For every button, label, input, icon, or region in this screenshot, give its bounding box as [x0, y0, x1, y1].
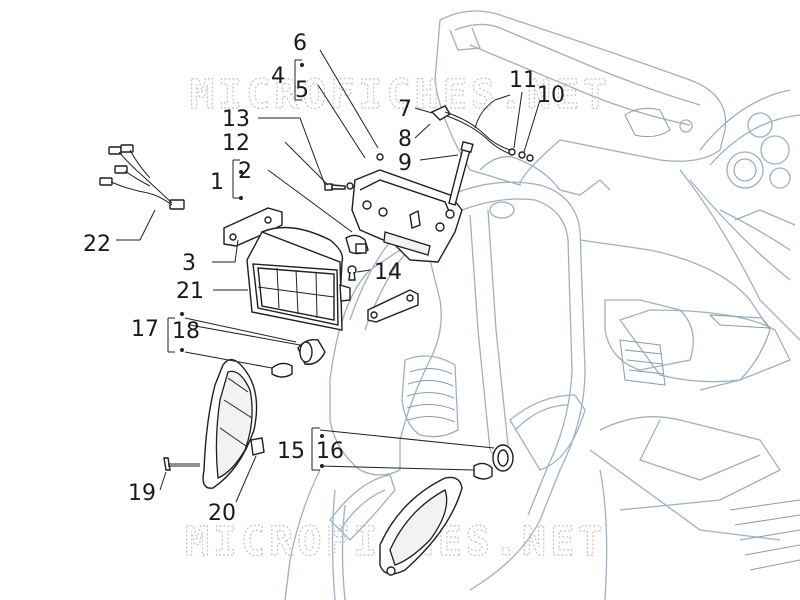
callout-2: 2 — [238, 159, 252, 184]
callout-9: 9 — [398, 151, 412, 176]
fastener-12-13-part — [324, 153, 384, 191]
bolt-9-part — [448, 140, 474, 206]
callout-labels: 6 4 5 13 12 1 2 3 21 22 17 18 7 8 9 11 1… — [83, 31, 565, 526]
callout-16: 16 — [316, 439, 344, 464]
callout-10: 10 — [537, 83, 565, 108]
cable-connector-part — [430, 94, 534, 162]
callout-15: 15 — [277, 439, 305, 464]
lower-bracket-part — [367, 289, 419, 323]
floor-ribs — [619, 339, 800, 571]
callout-8: 8 — [398, 127, 412, 152]
callout-13: 13 — [222, 107, 250, 132]
callout-6: 6 — [293, 31, 307, 56]
screw-14-part — [347, 265, 357, 281]
callout-20: 20 — [208, 501, 236, 526]
leader-lines — [116, 49, 541, 503]
callout-22: 22 — [83, 232, 111, 257]
callout-18: 18 — [172, 319, 200, 344]
leader-dots — [180, 63, 324, 468]
callout-4: 4 — [271, 64, 285, 89]
callout-3: 3 — [182, 251, 196, 276]
callout-11: 11 — [509, 68, 537, 93]
callout-1: 1 — [210, 170, 224, 195]
front-blinker-left-part — [202, 358, 258, 489]
wiring-harness-part — [99, 144, 185, 210]
headlight-mount-bracket-part — [351, 169, 463, 263]
callout-5: 5 — [295, 78, 309, 103]
callout-14: 14 — [374, 260, 402, 285]
screw-19-part — [163, 457, 200, 471]
clip-20-part — [250, 437, 265, 456]
scooter-body — [284, 10, 800, 600]
callout-21: 21 — [176, 279, 204, 304]
callout-12: 12 — [222, 131, 250, 156]
callout-17: 17 — [131, 317, 159, 342]
callout-19: 19 — [128, 481, 156, 506]
callout-7: 7 — [398, 97, 412, 122]
blinker-socket-lower-part — [473, 444, 514, 480]
watermark-top: MICROFICHES.NET — [190, 72, 611, 118]
headlight-unit-part — [246, 226, 351, 331]
front-blinker-right-part — [379, 476, 463, 576]
horn-grille — [401, 355, 459, 438]
headlight-bulb-part — [345, 234, 369, 255]
blinker-socket-part — [271, 338, 326, 378]
